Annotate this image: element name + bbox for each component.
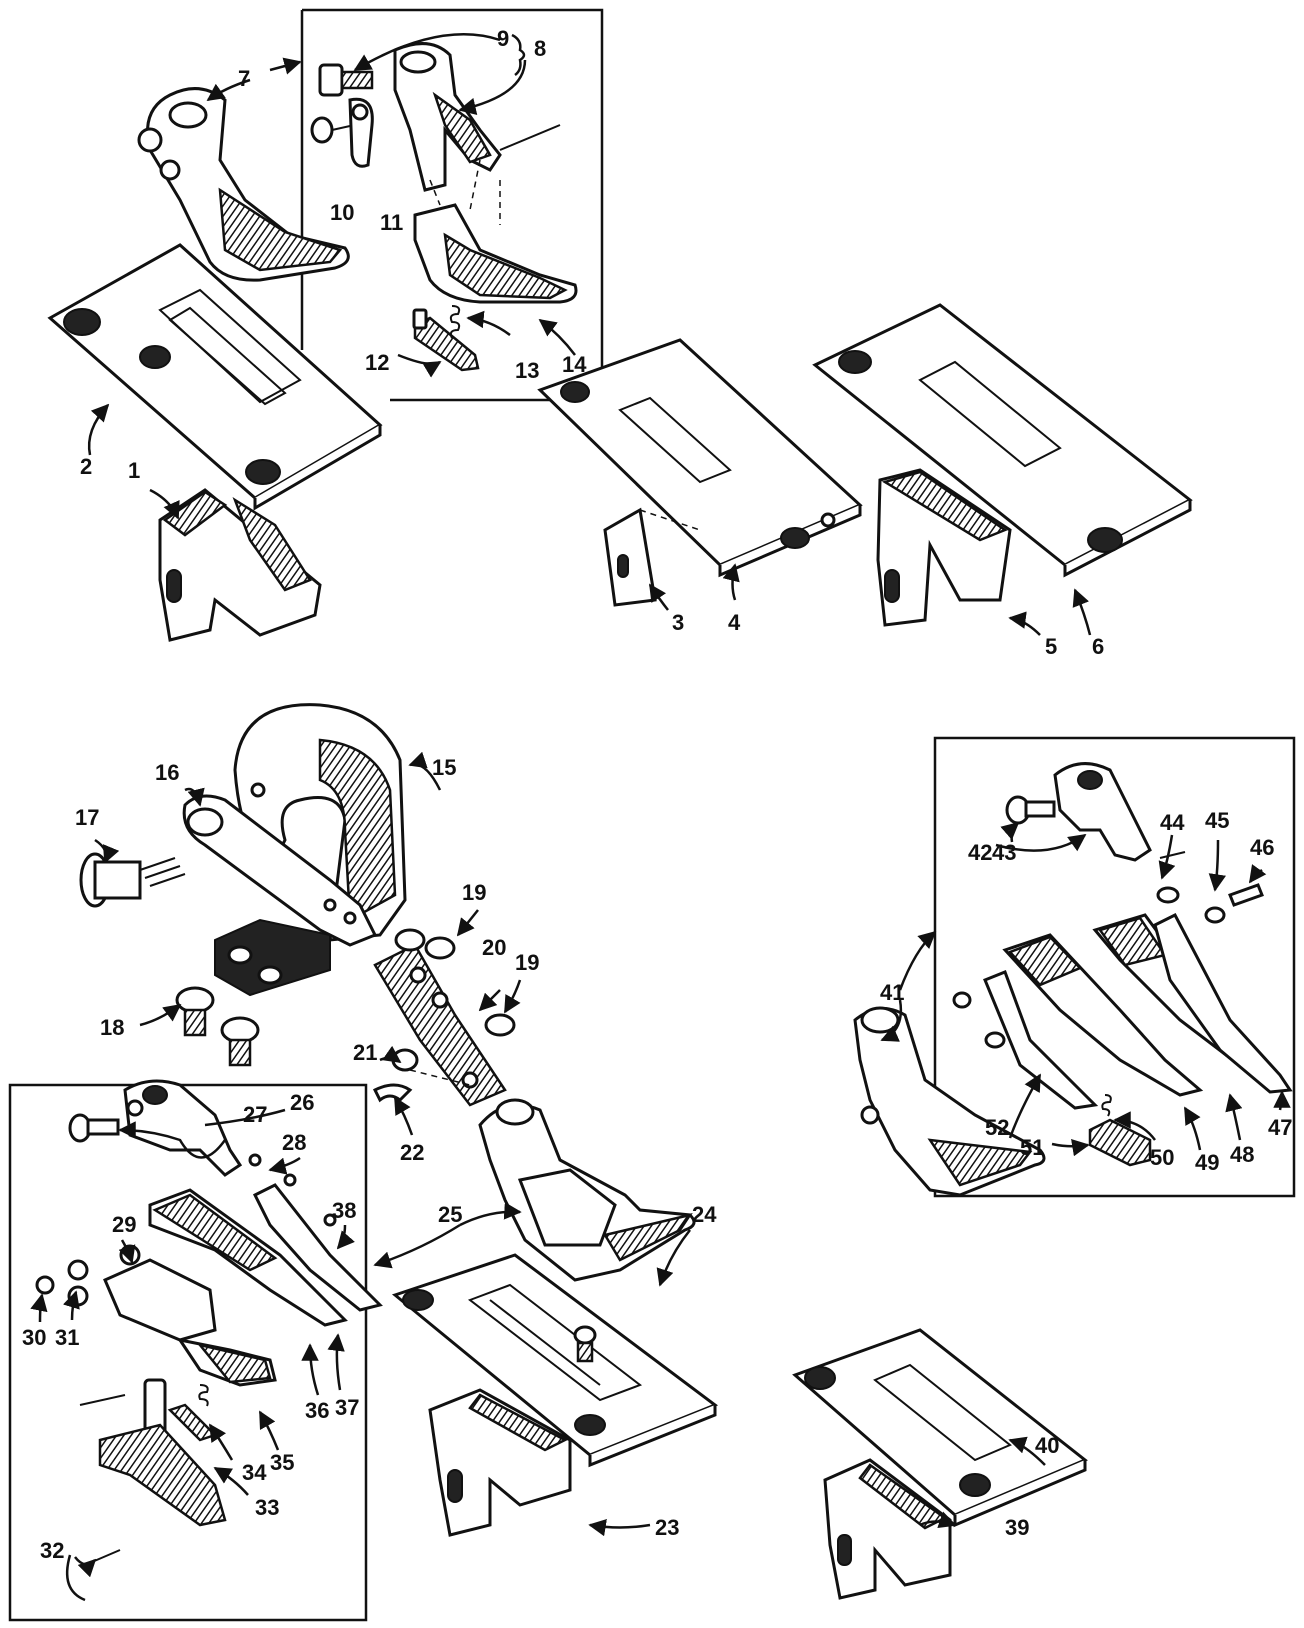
- shank-26-27: [123, 1079, 286, 1177]
- callout-23: 23: [655, 1515, 679, 1540]
- callout-10: 10: [330, 200, 354, 225]
- callout-6: 6: [1092, 634, 1104, 659]
- screws-44-45-46-50-51: [952, 883, 1264, 1167]
- callout-42: 42: [968, 840, 992, 865]
- presser-foot-41: [853, 1006, 1046, 1197]
- callout-11: 11: [380, 210, 403, 235]
- callout-24: 24: [692, 1202, 717, 1227]
- callout-27: 27: [243, 1102, 267, 1127]
- screw-10-and-guard-11: [310, 97, 374, 168]
- feeding-slide-12-spring-13: [412, 305, 480, 372]
- callout-4: 4: [728, 610, 741, 635]
- callout-13: 13: [515, 358, 539, 383]
- callout-14: 14: [562, 352, 587, 377]
- callout-31: 31: [55, 1325, 79, 1350]
- feed-dog-39: [823, 1458, 952, 1600]
- callout-21: 21: [353, 1040, 377, 1065]
- throat-plate-2: [47, 243, 383, 511]
- callout-18: 18: [100, 1015, 124, 1040]
- callout-43: 43: [992, 840, 1016, 865]
- callout-35: 35: [270, 1450, 294, 1475]
- callout-25: 25: [438, 1202, 462, 1227]
- callout-41: 41: [880, 980, 904, 1005]
- callout-39: 39: [1005, 1515, 1029, 1540]
- foot-body-35-36-37: [103, 1173, 383, 1387]
- callout-19b: 19: [515, 950, 539, 975]
- callout-32: 32: [40, 1538, 64, 1563]
- callout-8: 8: [534, 36, 546, 61]
- callout-48: 48: [1230, 1142, 1254, 1167]
- throat-plate-24: [391, 1253, 719, 1468]
- screws-30-31: [35, 1259, 89, 1307]
- shoulder-screw-17: [79, 852, 186, 908]
- callout-38: 38: [332, 1198, 356, 1223]
- callout-labels: 1 2 3 4 5 6 7 8 9 10 11 12 13 14 15 16 1…: [22, 26, 1292, 1563]
- guide-plate-20-screws-19: [373, 928, 516, 1107]
- pin-32-slide-33-spring-34: [79, 1378, 227, 1566]
- callout-36: 36: [305, 1398, 329, 1423]
- presser-foot-shank-8: [393, 42, 561, 192]
- callout-50: 50: [1150, 1145, 1174, 1170]
- screw-9: [318, 63, 374, 97]
- inset-frame-top: [300, 8, 604, 402]
- slide-plate-and-screws-18: [175, 918, 331, 1067]
- callout-16: 16: [155, 760, 179, 785]
- shank-42-43: [1005, 762, 1186, 862]
- callout-45: 45: [1205, 808, 1229, 833]
- feed-dog-1: [158, 488, 322, 642]
- callout-49: 49: [1195, 1150, 1219, 1175]
- callout-46: 46: [1250, 835, 1274, 860]
- throat-plate-40: [792, 1328, 1088, 1528]
- callout-7: 7: [238, 66, 250, 91]
- callout-19a: 19: [462, 880, 486, 905]
- callout-15: 15: [432, 755, 456, 780]
- callout-29: 29: [112, 1212, 136, 1237]
- feed-dog-5: [876, 468, 1012, 627]
- callout-20: 20: [482, 935, 506, 960]
- throat-plate-6: [812, 303, 1193, 578]
- foot-parts-47-48-49-52: [983, 913, 1293, 1110]
- feed-dog-23: [428, 1388, 572, 1537]
- callout-52: 52: [985, 1115, 1009, 1140]
- callout-3: 3: [672, 610, 684, 635]
- callout-9: 9: [497, 26, 509, 51]
- callout-37: 37: [335, 1395, 359, 1420]
- inset-frame-lower-left: [8, 1083, 368, 1622]
- callout-51: 51: [1020, 1135, 1044, 1160]
- callout-12: 12: [365, 350, 389, 375]
- callout-40: 40: [1035, 1433, 1059, 1458]
- inset-frame-lower-right: [933, 736, 1296, 1198]
- presser-foot-25: [478, 1098, 696, 1282]
- throat-plate-4: [537, 338, 863, 578]
- callout-26: 26: [290, 1090, 314, 1115]
- screw-28: [68, 1113, 262, 1167]
- leader-lines: [30, 33, 1291, 1602]
- callout-22: 22: [400, 1140, 424, 1165]
- callout-2: 2: [80, 454, 92, 479]
- callout-28: 28: [282, 1130, 306, 1155]
- callout-5: 5: [1045, 634, 1057, 659]
- callout-47: 47: [1268, 1115, 1292, 1140]
- presser-foot-assembly-7: [137, 87, 350, 282]
- callout-30: 30: [22, 1325, 46, 1350]
- callout-44: 44: [1160, 810, 1185, 835]
- callout-17: 17: [75, 805, 99, 830]
- callout-34: 34: [242, 1460, 267, 1485]
- callout-33: 33: [255, 1495, 279, 1520]
- hinged-toe-14: [413, 159, 578, 304]
- cloth-guide-15: [233, 703, 407, 942]
- callout-1: 1: [128, 458, 140, 483]
